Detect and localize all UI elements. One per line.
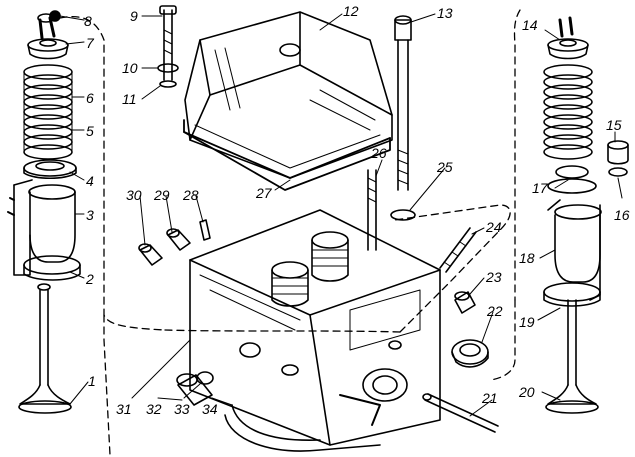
spring-cap-14 <box>547 16 589 60</box>
cover-bolt-9 <box>159 5 177 81</box>
label-12: 12 <box>343 3 359 19</box>
label-4: 4 <box>86 173 94 189</box>
label-8: 8 <box>84 13 92 29</box>
label-14: 14 <box>522 17 538 33</box>
valve-springs-5-6 <box>23 64 73 160</box>
spring-cap-7 <box>27 13 69 60</box>
label-1: 1 <box>88 373 96 389</box>
label-33: 33 <box>174 401 190 417</box>
washer-11 <box>159 80 177 88</box>
label-29: 29 <box>154 187 170 203</box>
cover-gasket-27 <box>183 119 391 191</box>
seat-ring-22 <box>451 339 489 368</box>
label-28: 28 <box>183 187 199 203</box>
label-17: 17 <box>532 180 548 196</box>
label-18: 18 <box>519 250 535 266</box>
label-9: 9 <box>130 8 138 24</box>
label-7: 7 <box>86 35 94 51</box>
label-24: 24 <box>486 219 502 235</box>
washer-17 <box>547 165 597 194</box>
valve-springs-right <box>543 64 593 160</box>
dashed-group-outline <box>59 9 521 456</box>
stud-26 <box>367 169 377 251</box>
label-34: 34 <box>202 401 218 417</box>
washer-16 <box>608 167 628 177</box>
pin-28 <box>199 219 211 241</box>
label-26: 26 <box>371 145 387 161</box>
valve-20 <box>545 384 599 414</box>
stud-24 <box>439 227 477 273</box>
label-20: 20 <box>519 384 535 400</box>
label-22: 22 <box>487 303 503 319</box>
exhaust-valve-1 <box>18 283 72 414</box>
cylinder-head-31 <box>189 209 441 446</box>
plug-29 <box>166 228 191 251</box>
label-31: 31 <box>116 401 132 417</box>
washer-25 <box>390 209 416 221</box>
ring-33 <box>196 371 214 385</box>
label-25: 25 <box>437 159 453 175</box>
leader-lines <box>59 13 623 417</box>
plug-23 <box>454 291 476 314</box>
label-5: 5 <box>86 123 94 139</box>
stud-13 <box>394 15 412 191</box>
label-16: 16 <box>614 207 630 223</box>
label-6: 6 <box>86 90 94 106</box>
seal-15 <box>607 140 629 165</box>
label-30: 30 <box>126 187 142 203</box>
label-11: 11 <box>122 91 137 107</box>
label-23: 23 <box>486 269 502 285</box>
washer-10 <box>157 63 179 73</box>
valve-guide-2-3 <box>7 179 81 281</box>
plug-30 <box>138 243 163 266</box>
pin-21 <box>422 393 499 433</box>
label-15: 15 <box>606 117 622 133</box>
label-2: 2 <box>86 271 94 287</box>
label-21: 21 <box>482 390 498 406</box>
label-13: 13 <box>437 5 453 21</box>
spring-washer-4 <box>23 159 77 180</box>
valve-lock-8 <box>49 10 61 22</box>
label-3: 3 <box>86 207 94 223</box>
label-10: 10 <box>122 60 138 76</box>
label-19: 19 <box>519 314 535 330</box>
valve-19 <box>543 282 601 386</box>
valve-cover-12 <box>184 11 393 179</box>
label-27: 27 <box>256 185 272 201</box>
head-gasket-34 <box>224 404 381 452</box>
label-32: 32 <box>146 401 162 417</box>
